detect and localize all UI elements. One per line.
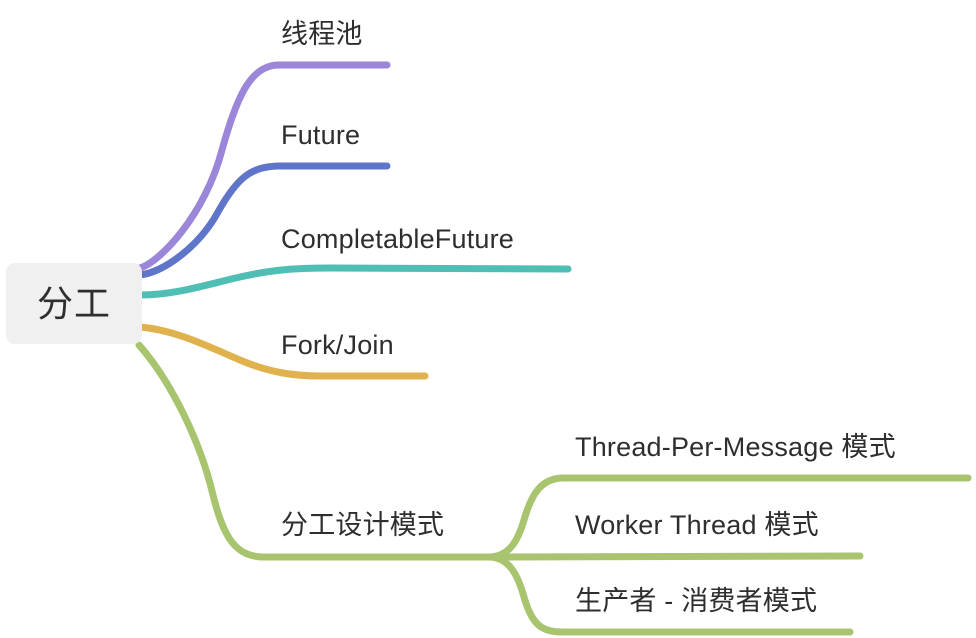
root-node[interactable]: 分工	[6, 263, 142, 344]
branch-line-fork-join	[136, 323, 429, 380]
branch-line-future	[136, 162, 391, 279]
node-label-completable-future[interactable]: CompletableFuture	[281, 224, 515, 254]
branch-line-completable-future	[136, 264, 572, 299]
node-label-fork-join[interactable]: Fork/Join	[281, 330, 394, 360]
node-label-worker-thread[interactable]: Worker Thread 模式	[575, 510, 819, 540]
branch-line-thread-pool	[136, 61, 391, 272]
branch-line-worker-thread	[486, 552, 864, 561]
node-label-future[interactable]: Future	[281, 120, 361, 150]
root-node-label: 分工	[36, 282, 111, 324]
node-label-division-design-patterns[interactable]: 分工设计模式	[281, 510, 445, 540]
node-label-thread-per-message[interactable]: Thread-Per-Message 模式	[575, 432, 896, 462]
branch-line-producer-consumer	[486, 553, 854, 636]
branch-line-thread-per-message	[486, 474, 972, 561]
branch-line-division-design-patterns	[135, 341, 494, 561]
node-label-thread-pool[interactable]: 线程池	[281, 19, 363, 49]
node-label-producer-consumer[interactable]: 生产者 - 消费者模式	[575, 586, 818, 616]
